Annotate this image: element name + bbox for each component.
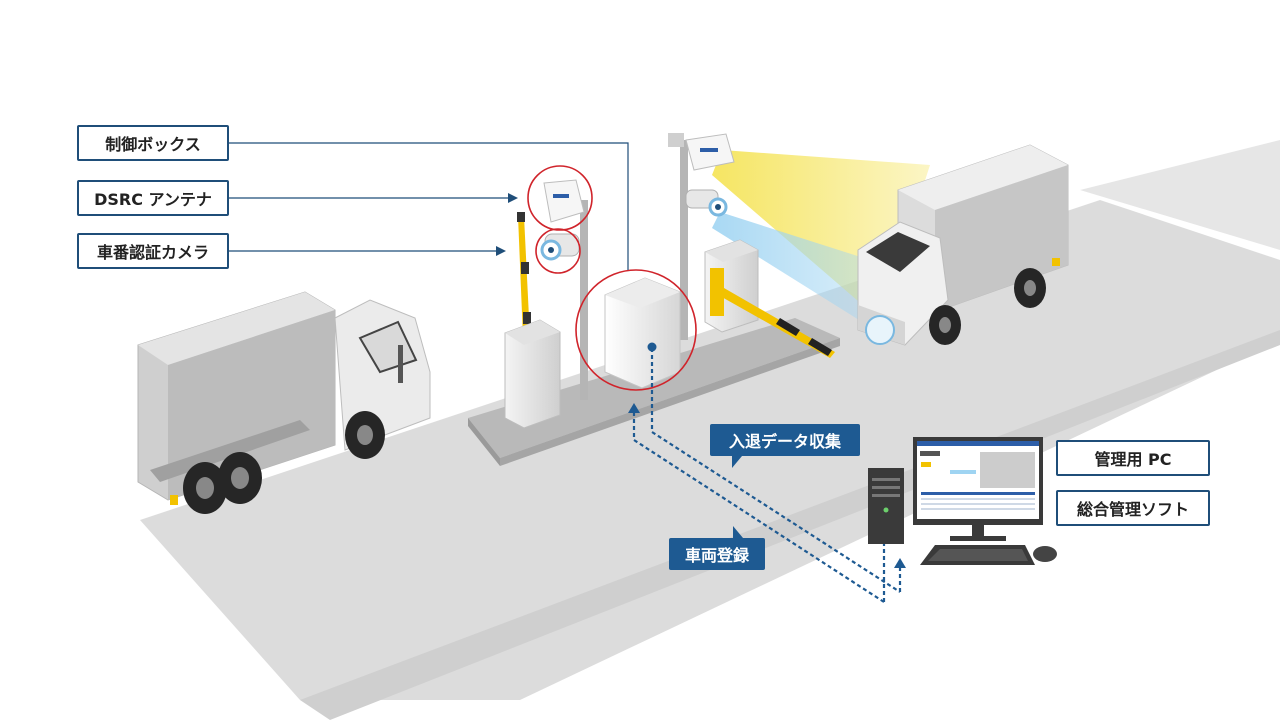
pc-monitor	[913, 437, 1043, 541]
front-truck	[137, 291, 431, 514]
entry-exit-data-tag: 入退データ収集	[710, 424, 860, 468]
front-yellow-post	[517, 212, 531, 338]
leader-lines	[229, 142, 629, 270]
control-box	[604, 277, 681, 389]
flow-arrow-up-gate	[628, 403, 640, 413]
data-flow-lines	[632, 348, 902, 603]
flow-node-control-box	[647, 342, 657, 352]
rear-booth	[704, 239, 759, 333]
dsrc-antenna-label: DSRC アンテナ	[77, 180, 229, 216]
rear-truck	[857, 144, 1069, 346]
pc-tower	[868, 468, 904, 544]
rear-dsrc-antenna	[685, 133, 735, 171]
dsrc-antenna-device	[543, 179, 585, 223]
flow-arrow-up-pc	[894, 558, 906, 568]
management-software-label: 総合管理ソフト	[1056, 490, 1210, 526]
pc-keyboard	[920, 545, 1035, 565]
barrier-arm	[720, 288, 835, 358]
management-pc-label: 管理用 PC	[1056, 440, 1210, 476]
front-booth	[504, 319, 561, 429]
rear-pole	[668, 133, 688, 340]
camera-beam	[712, 212, 895, 330]
plate-camera-device	[540, 233, 580, 261]
vehicle-registration-tag: 車両登録	[669, 526, 765, 570]
plate-camera-label: 車番認証カメラ	[77, 233, 229, 269]
leader-arrows	[496, 193, 518, 256]
rear-camera	[685, 189, 728, 217]
control-box-label: 制御ボックス	[77, 125, 229, 161]
highlight-circles	[527, 165, 697, 391]
pc-mouse	[1033, 546, 1057, 562]
